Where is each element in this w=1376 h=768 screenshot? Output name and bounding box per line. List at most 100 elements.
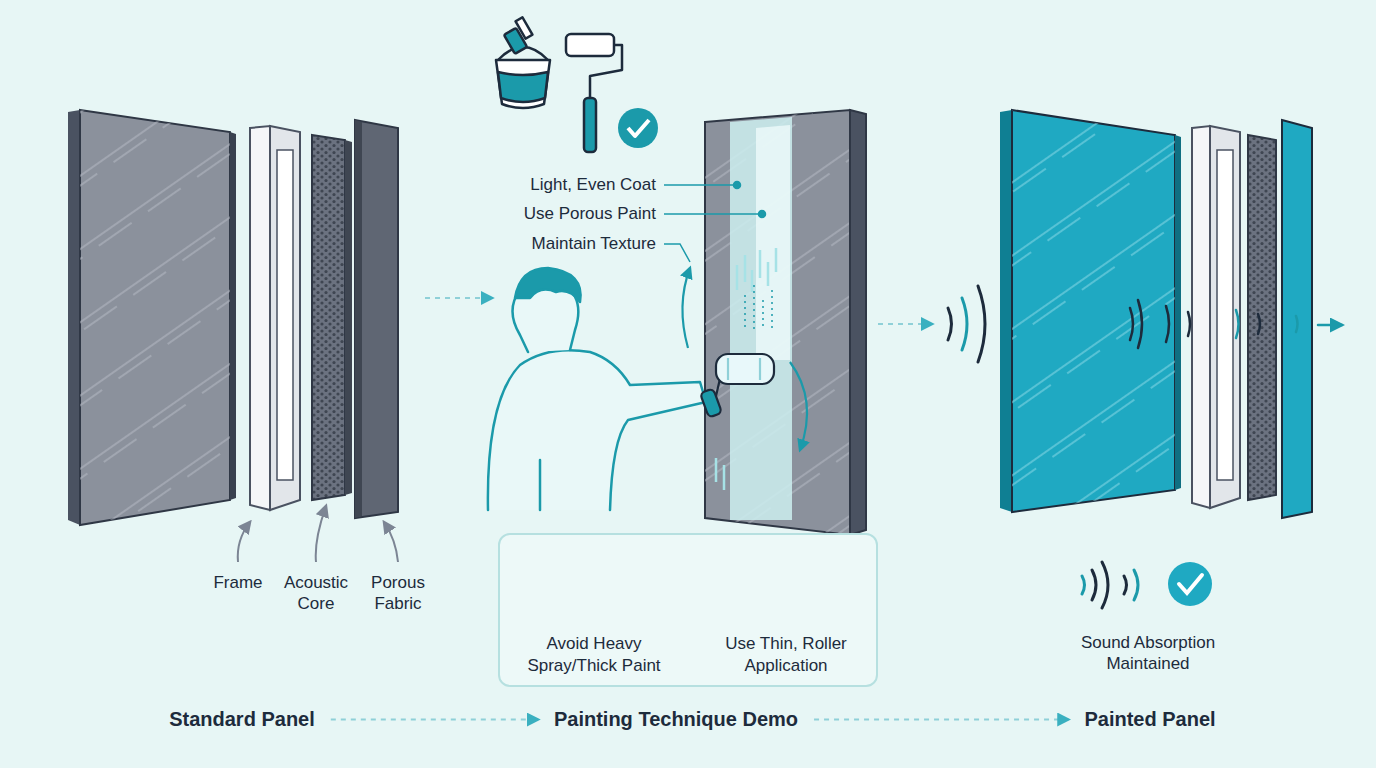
standard-panel — [230, 132, 236, 500]
part-label: Frame — [213, 572, 262, 593]
paint-drips — [744, 255, 747, 282]
result-label: Sound Absorption Maintained — [1048, 632, 1248, 674]
comparison-text: Avoid Heavy Spray/Thick Paint — [504, 633, 684, 677]
sound-wave — [1166, 306, 1169, 342]
stage-label: Painting Technique Demo — [548, 704, 804, 735]
paint-tools-icon — [498, 72, 548, 102]
painting-panel — [730, 117, 792, 520]
exploded-layers — [312, 135, 345, 500]
painted-panel — [1217, 150, 1233, 480]
exploded-layers — [250, 126, 270, 510]
exploded-layers — [355, 120, 362, 518]
texture-strokes — [762, 300, 764, 330]
paint-tools-icon — [584, 98, 596, 152]
paint-roller — [759, 358, 761, 380]
paint-drips — [775, 248, 778, 272]
paint-tools-icon — [590, 45, 622, 98]
paint-drips — [767, 262, 770, 286]
paint-drips — [715, 458, 718, 482]
paint-roller — [700, 388, 722, 417]
paint-roller — [716, 354, 774, 384]
texture-strokes — [771, 290, 773, 330]
paint-tools-icon — [566, 34, 614, 56]
painted-panel — [1012, 110, 1175, 512]
absorption-icon — [1082, 576, 1085, 594]
paint-tools-icon — [496, 60, 550, 108]
standard-panel — [80, 110, 230, 525]
sound-wave — [1138, 300, 1142, 348]
texture-strokes — [744, 295, 746, 330]
absorption-icon — [1168, 562, 1212, 606]
leader-arrow — [238, 522, 250, 562]
sound-wave — [1318, 324, 1342, 327]
callout-leader — [734, 182, 741, 189]
texture-strokes — [753, 285, 755, 330]
painted-panel — [1175, 135, 1181, 490]
motion-arrow — [682, 268, 807, 450]
stage-label: Painted Panel — [1078, 704, 1221, 735]
exploded-layers — [277, 150, 293, 480]
flow-arrow — [878, 323, 932, 325]
leader-arrow — [316, 506, 326, 562]
exploded-layers — [250, 120, 398, 518]
leader-arrow — [238, 506, 398, 562]
painted-panel — [1000, 110, 1012, 512]
paint-tools-icon — [516, 17, 533, 38]
part-label: Porous Fabric — [366, 572, 430, 614]
paint-drips — [759, 250, 762, 278]
exploded-layers — [270, 126, 300, 510]
callout-leader — [664, 213, 760, 215]
painted-panel — [1000, 110, 1312, 518]
sound-wave — [1130, 308, 1133, 340]
part-label: Acoustic Core — [280, 572, 352, 614]
motion-arrow — [682, 268, 690, 348]
painter-figure — [488, 350, 706, 510]
sound-wave — [1130, 300, 1342, 348]
stage-title: Painting Technique Demo — [554, 708, 798, 731]
flow-connector — [331, 719, 538, 721]
sound-wave — [948, 308, 952, 340]
callout-text: Light, Even Coat — [530, 174, 656, 195]
absorption-icon — [1082, 562, 1212, 608]
sound-wave — [978, 286, 985, 362]
motion-arrow — [790, 362, 807, 450]
painter-figure — [539, 460, 542, 510]
sound-wave — [1188, 312, 1190, 336]
flow-arrow — [425, 297, 492, 299]
painted-panel — [1012, 110, 1175, 512]
painted-panel — [1192, 126, 1210, 508]
exploded-layers — [355, 120, 398, 518]
sound-wave — [1236, 310, 1239, 338]
paint-drips — [751, 270, 754, 292]
paint-roller — [700, 354, 774, 418]
callout-leader — [664, 244, 690, 262]
paint-drips — [736, 265, 739, 290]
sound-wave — [962, 298, 967, 350]
painted-panel — [1248, 135, 1276, 500]
painted-panel — [1282, 120, 1312, 518]
absorption-icon — [1124, 576, 1127, 594]
leader-arrow — [384, 522, 398, 562]
standard-panel — [80, 110, 230, 525]
stage-title: Standard Panel — [169, 708, 315, 731]
absorption-icon — [1179, 575, 1202, 593]
painting-panel — [850, 110, 866, 535]
standard-panel — [68, 110, 80, 525]
callout-leader — [759, 211, 766, 218]
flow-connector — [814, 719, 1068, 721]
painted-panel — [1210, 126, 1240, 508]
comparison-text: Use Thin, Roller Application — [698, 633, 874, 677]
callout-text: Maintain Texture — [532, 233, 656, 254]
stage-title: Painted Panel — [1084, 708, 1215, 731]
paint-drips — [716, 248, 776, 490]
exploded-layers — [345, 140, 352, 495]
paint-roller — [727, 358, 729, 380]
callout-text: Use Porous Paint — [524, 203, 656, 224]
texture-strokes — [745, 285, 772, 330]
paint-tools-icon — [628, 120, 649, 136]
sound-wave — [948, 286, 985, 362]
sound-wave — [1296, 316, 1298, 332]
standard-panel — [68, 110, 236, 525]
painter-figure — [488, 268, 706, 510]
absorption-icon — [1102, 562, 1108, 608]
